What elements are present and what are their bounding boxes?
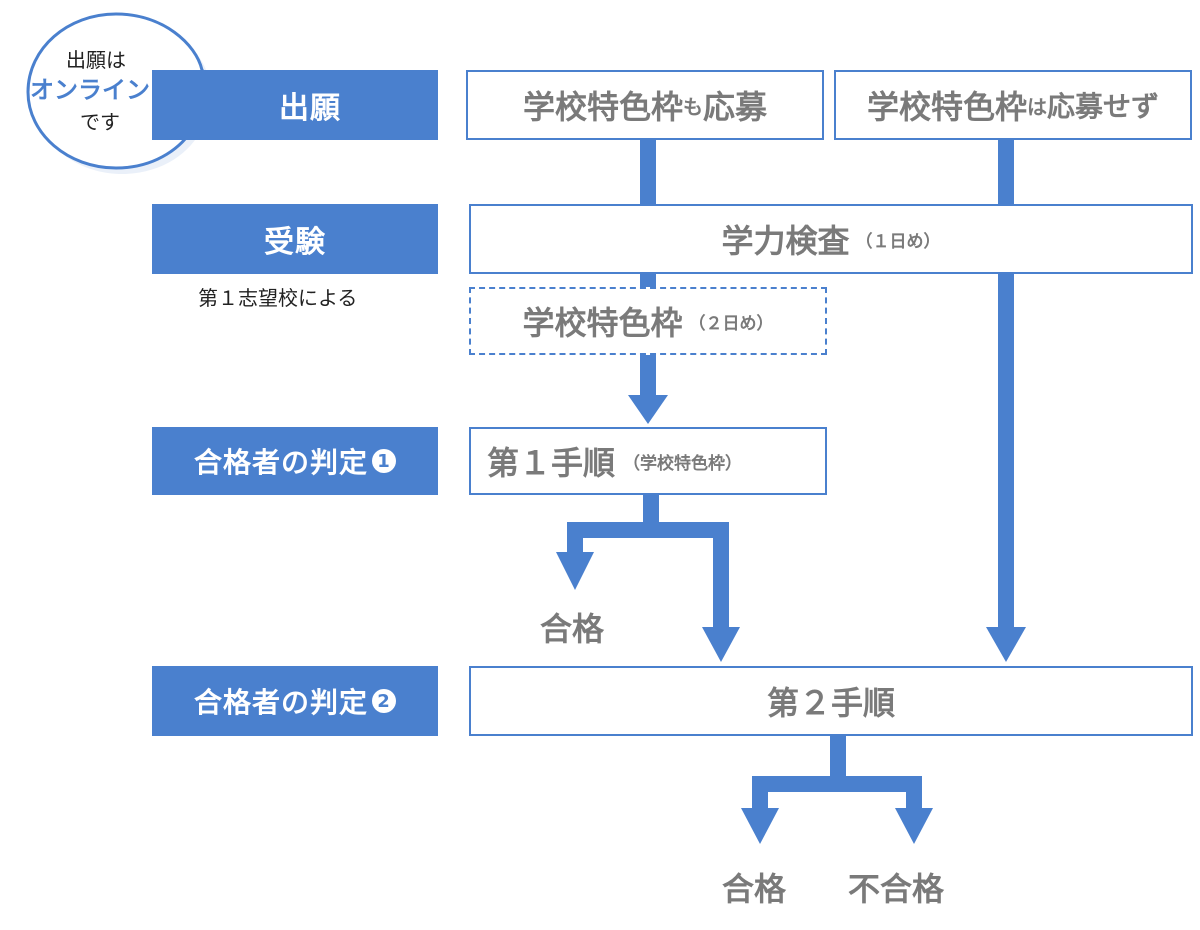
result-pass-2: 合格 — [722, 870, 787, 908]
box-special-test-sub: （２日め） — [688, 313, 774, 334]
connector-line — [998, 139, 1014, 205]
connector-line — [713, 522, 729, 630]
online-bubble — [26, 12, 258, 174]
box-apply-none-sub: は — [1027, 94, 1047, 119]
arrowhead — [986, 627, 1026, 662]
number-1-badge: 1 — [372, 449, 396, 473]
stage-judgment-2-label: 合格者の判定 — [193, 686, 368, 719]
connector-line — [640, 271, 656, 289]
box-step-2: 第２手順 — [469, 666, 1193, 736]
result-pass-1: 合格 — [540, 610, 605, 648]
box-special-test-main: 学校特色枠 — [522, 304, 683, 342]
result-fail: 不合格 — [848, 870, 945, 908]
connector-line — [640, 355, 656, 397]
connector-line — [752, 776, 922, 792]
box-apply-special-main: 学校特色枠 — [522, 88, 683, 126]
bubble-line1: 出願は — [66, 48, 126, 72]
arrowhead — [741, 808, 779, 844]
box-step-1: 第１手順 （学校特色枠） — [469, 427, 827, 495]
box-apply-special-sub: も — [683, 94, 703, 119]
connector-line — [752, 776, 768, 810]
box-academic-test-main: 学力検査 — [721, 222, 850, 260]
number-2-badge: 2 — [372, 689, 396, 713]
box-apply-none: 学校特色枠は応募せず — [834, 70, 1192, 140]
bubble-line2: オンライン — [30, 76, 150, 104]
stage-judgment-1-label: 合格者の判定 — [193, 446, 368, 479]
bubble-line3: です — [80, 110, 120, 134]
box-step-1-sub: （学校特色枠） — [623, 453, 743, 474]
connector-line — [567, 522, 729, 538]
box-apply-special-tail: 応募 — [703, 88, 768, 126]
arrowhead — [628, 395, 668, 424]
connector-line — [643, 494, 659, 530]
box-step-1-main: 第１手順 — [487, 444, 616, 482]
box-academic-test-sub: （１日め） — [855, 231, 941, 252]
box-apply-special: 学校特色枠も応募 — [466, 70, 824, 140]
stage-application: 出願 — [152, 70, 438, 140]
exam-note: 第１志望校による — [198, 286, 358, 310]
connector-line — [998, 271, 1014, 629]
box-apply-none-main: 学校特色枠 — [866, 88, 1027, 126]
arrowhead — [702, 627, 740, 662]
arrowhead — [895, 808, 933, 844]
box-special-test: 学校特色枠（２日め） — [469, 287, 827, 355]
arrowhead — [556, 552, 594, 590]
connector-line — [830, 734, 846, 784]
stage-exam: 受験 — [152, 204, 438, 274]
box-apply-none-tail: 応募せず — [1047, 90, 1160, 123]
connector-line — [906, 776, 922, 810]
box-step-2-main: 第２手順 — [766, 684, 895, 722]
connector-line — [567, 522, 583, 554]
connector-line — [640, 139, 656, 205]
box-academic-test: 学力検査（１日め） — [469, 204, 1193, 274]
